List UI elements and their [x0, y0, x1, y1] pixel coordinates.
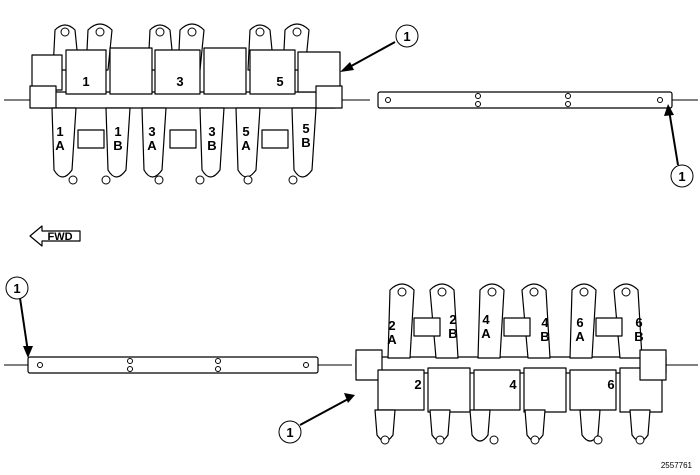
top-rocker-letter-5a: A [241, 138, 251, 153]
top-rocker-letter-3b: B [207, 138, 216, 153]
callout-number-top-assembly: 1 [403, 29, 410, 44]
top-removed-shaft [377, 91, 673, 109]
bottom-rocker-num-2b: 2 [449, 312, 456, 327]
bottom-rocker-letter-2b: B [448, 326, 457, 341]
forward-direction-arrow: FWD [29, 225, 81, 247]
callout-number-bottom-assembly: 1 [286, 425, 293, 440]
bottom-rocker-num-6a: 6 [576, 315, 583, 330]
bottom-pedestals [355, 349, 667, 413]
bottom-rocker-num-2a: 2 [388, 318, 395, 333]
top-rocker-num-1b: 1 [114, 124, 121, 139]
top-pedestals [29, 47, 343, 109]
top-journal-label-5: 5 [276, 74, 283, 89]
bottom-rocker-letter-6b: B [634, 329, 643, 344]
bottom-journal-label-2: 2 [414, 377, 421, 392]
bottom-rocker-assembly: 2 A 2 B 4 A 4 B 6 A 6 B 2 4 6 [355, 283, 698, 445]
bottom-journal-label-6: 6 [607, 377, 614, 392]
top-rocker-num-5b: 5 [302, 121, 309, 136]
callout-number-top-shaft: 1 [678, 169, 685, 184]
bottom-lower-rockers [374, 409, 651, 445]
top-journal-label-1: 1 [82, 74, 89, 89]
callout-number-bottom-shaft: 1 [13, 281, 20, 296]
top-rocker-letter-1b: B [113, 138, 122, 153]
bottom-rocker-num-4a: 4 [482, 312, 490, 327]
bottom-rocker-letter-2a: A [387, 332, 397, 347]
top-journal-label-3: 3 [176, 74, 183, 89]
top-lower-rockers [51, 107, 317, 185]
top-rocker-num-5a: 5 [242, 124, 249, 139]
top-rocker-letter-1a: A [55, 138, 65, 153]
top-rocker-letter-3a: A [147, 138, 157, 153]
bottom-removed-shaft [4, 356, 352, 374]
callout-bottom-shaft: 1 [5, 276, 33, 358]
top-rocker-num-3b: 3 [208, 124, 215, 139]
top-rocker-letter-5b: B [301, 135, 310, 150]
bottom-journal-label-4: 4 [509, 377, 517, 392]
top-rocker-num-3a: 3 [148, 124, 155, 139]
bottom-rocker-num-4b: 4 [541, 315, 549, 330]
bottom-rocker-letter-6a: A [575, 329, 585, 344]
bottom-rocker-letter-4b: B [540, 329, 549, 344]
bottom-rocker-letter-4a: A [481, 326, 491, 341]
callout-top-assembly: 1 [340, 24, 419, 72]
top-rocker-num-1a: 1 [56, 124, 63, 139]
forward-label: FWD [47, 231, 72, 243]
top-rocker-assembly: 1 3 5 1 A 1 B 3 A 3 B 5 A 5 B [4, 23, 698, 185]
figure-id: 2557761 [661, 461, 693, 470]
callout-top-shaft: 1 [664, 104, 694, 188]
callout-bottom-assembly: 1 [278, 393, 355, 444]
bottom-rocker-num-6b: 6 [635, 315, 642, 330]
bottom-upper-rockers [387, 283, 643, 359]
